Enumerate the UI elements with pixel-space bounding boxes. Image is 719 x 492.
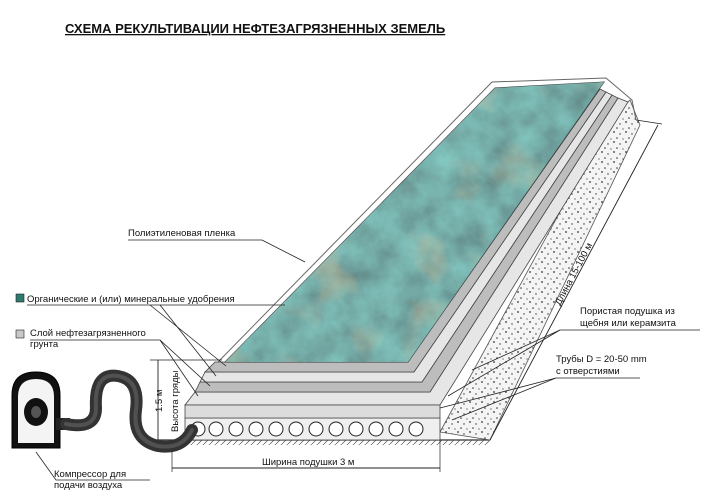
label-fertilizer: Органические и (или) минеральные удобрен… [27, 294, 235, 305]
length-extension-top [635, 119, 663, 125]
height-dimension-value: 1.5 м [154, 390, 165, 412]
height-dimension: 1.5 м Высота гряды [150, 359, 222, 440]
label-soil-line2: грунта [30, 339, 59, 350]
leader-cushion-b [447, 329, 561, 397]
pipe-circle [248, 421, 264, 437]
pipe-circle [228, 421, 244, 437]
pipe-circle [288, 421, 304, 437]
air-hose-highlight [64, 373, 194, 449]
compressor-fan-hub [31, 406, 41, 418]
compressor [11, 371, 70, 449]
pipe-circle [388, 421, 404, 437]
label-cushion-line1: Пористая подушка из [580, 306, 675, 317]
label-compressor-line2: подачи воздуха [54, 480, 123, 491]
leader-fertilizer-b [159, 304, 217, 377]
leader-pipes-b [439, 377, 557, 409]
leader-compressor [35, 451, 150, 481]
porous-cushion-texture [440, 100, 640, 440]
polyethylene-film-outline [217, 77, 637, 363]
pipe-circle [208, 421, 224, 437]
pipe-circle [368, 421, 384, 437]
leader-film [128, 239, 306, 263]
leader-fertilizer-a [149, 304, 227, 367]
legend-soil-swatch [15, 329, 25, 339]
label-cushion-line2: щебня или керамзита [580, 318, 677, 329]
leader-soil-b [159, 339, 199, 397]
ground-hatch [150, 440, 490, 445]
label-soil-line1: Слой нефтезагрязненного [30, 328, 146, 339]
height-dimension-label: Высота гряды [170, 370, 181, 432]
diagram-title: СХЕМА РЕКУЛЬТИВАЦИИ НЕФТЕЗАГРЯЗНЕННЫХ ЗЕ… [65, 21, 445, 36]
width-dimension-label: Ширина подушки 3 м [262, 457, 354, 468]
pipe-row [190, 421, 424, 437]
pipe-circle [268, 421, 284, 437]
legend-fertilizer-swatch [15, 293, 25, 303]
label-compressor-line1: Компрессор для [54, 469, 126, 480]
label-film: Полиэтиленовая пленка [128, 228, 236, 239]
pipe-circle [328, 421, 344, 437]
pipe-circle [348, 421, 364, 437]
pipe-circle [408, 421, 424, 437]
layer-strip-4 [204, 88, 607, 373]
label-pipes-line2: с отверстиями [556, 366, 620, 377]
label-pipes-line1: Трубы D = 20-50 mm [556, 354, 647, 365]
soil-surface-texture-brown [225, 82, 604, 362]
soil-slab-base [184, 404, 441, 419]
pipe-circle [308, 421, 324, 437]
